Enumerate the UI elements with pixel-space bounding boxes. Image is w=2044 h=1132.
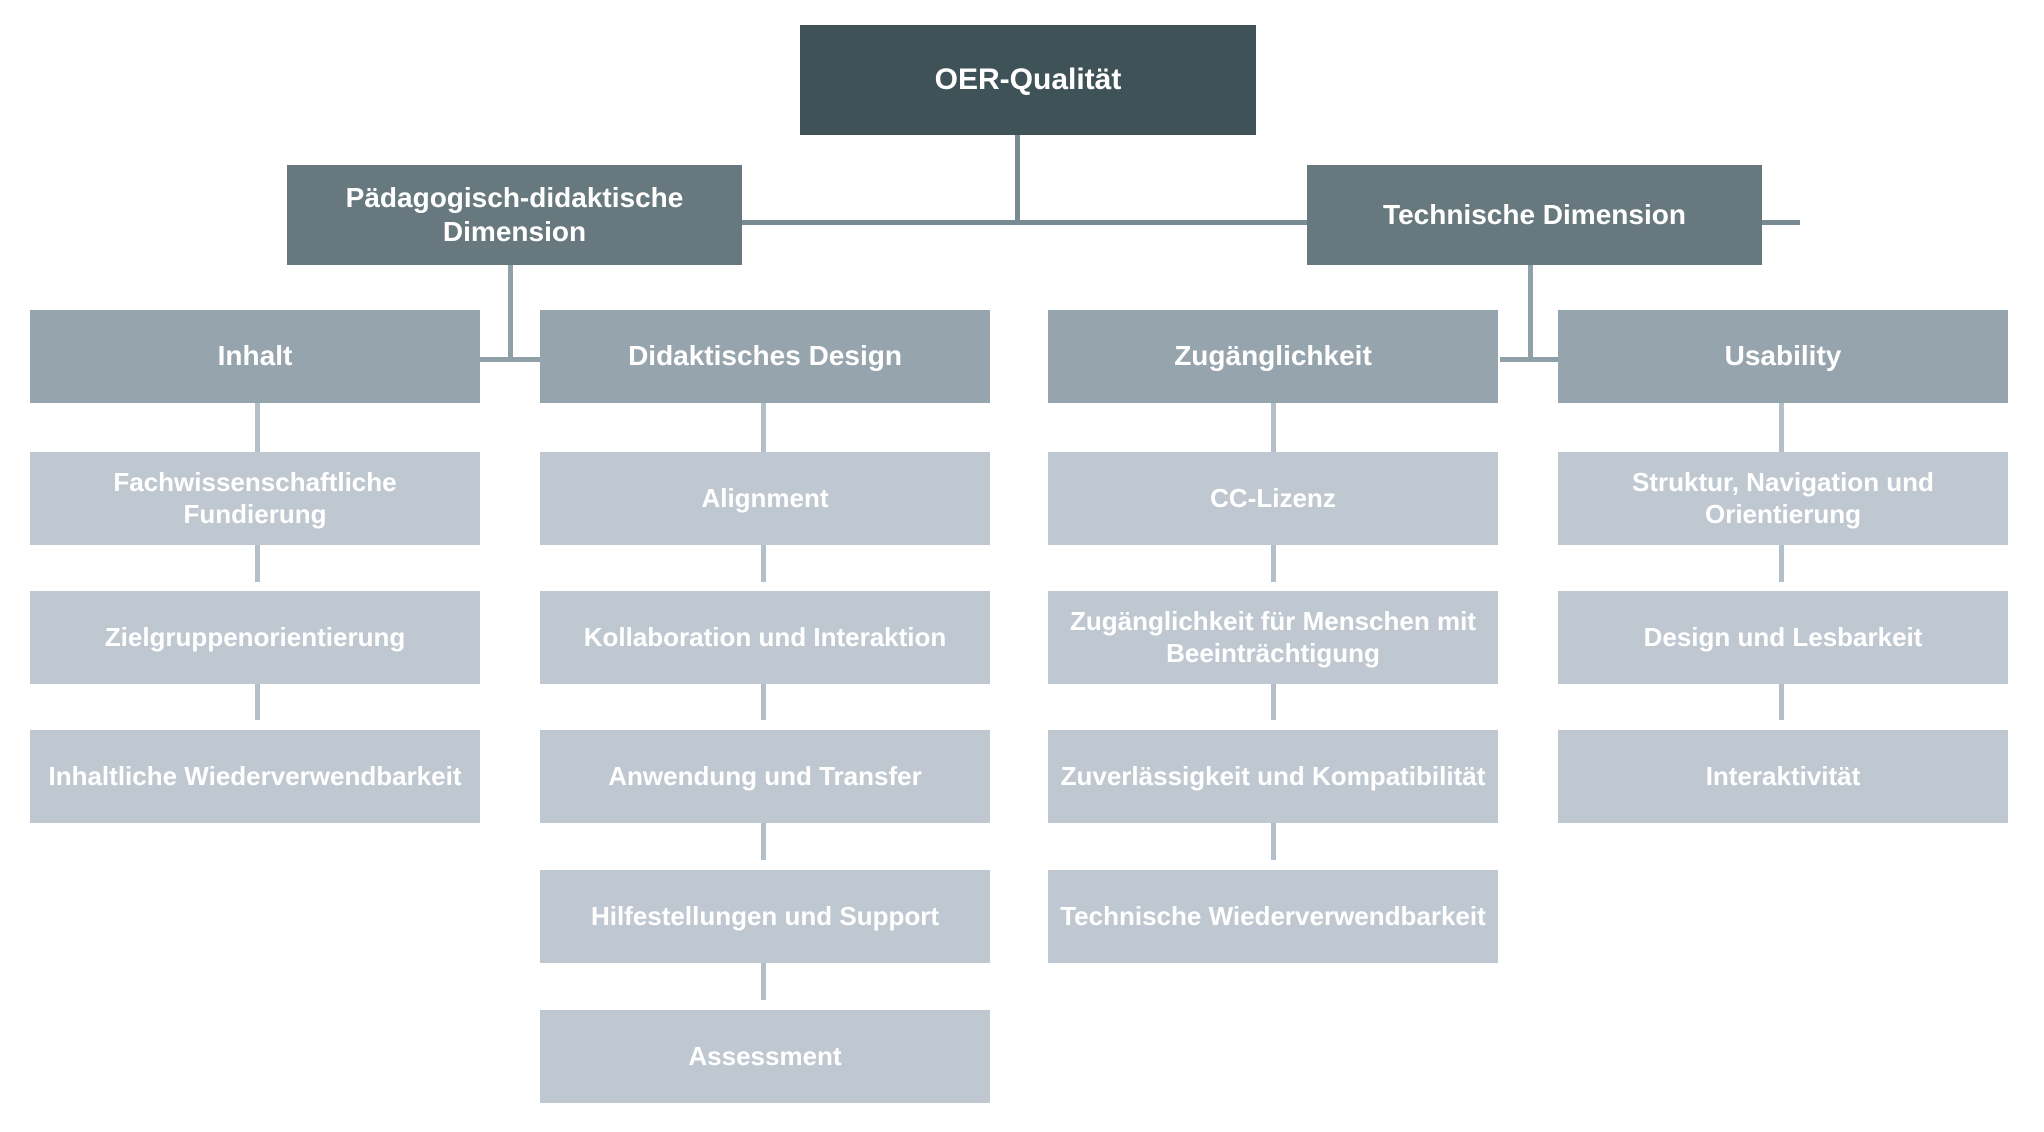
connector-paedagogische-vertical [508,265,513,360]
node-criterion-interaktivitaet[interactable]: Interaktivität [1558,730,2008,823]
connector-didaktisches-3 [761,680,766,720]
connector-inhalt-2 [255,542,260,582]
node-criterion-anwendung-und-transfer[interactable]: Anwendung und Transfer [540,730,990,823]
connector-inhalt-3 [255,680,260,720]
node-criterion-kollaboration-und-interaktion[interactable]: Kollaboration und Interaktion [540,591,990,684]
connector-didaktisches-1 [761,403,766,455]
connector-zugaenglichkeit-3 [1271,680,1276,720]
node-criterion-zugaenglichkeit-fuer-menschen-mit-beeintraechtigung[interactable]: Zugänglichkeit für Menschen mit Beeinträ… [1048,591,1498,684]
node-criterion-assessment[interactable]: Assessment [540,1010,990,1103]
node-criterion-alignment[interactable]: Alignment [540,452,990,545]
node-criterion-zielgruppenorientierung[interactable]: Zielgruppenorientierung [30,591,480,684]
node-category-zugaenglichkeit[interactable]: Zugänglichkeit [1048,310,1498,403]
node-criterion-hilfestellungen-und-support[interactable]: Hilfestellungen und Support [540,870,990,963]
node-criterion-inhaltliche-wiederverwendbarkeit[interactable]: Inhaltliche Wiederverwendbarkeit [30,730,480,823]
connector-didaktisches-2 [761,542,766,582]
node-category-usability[interactable]: Usability [1558,310,2008,403]
node-category-didaktisches-design[interactable]: Didaktisches Design [540,310,990,403]
connector-didaktisches-4 [761,820,766,860]
node-criterion-cc-lizenz[interactable]: CC-Lizenz [1048,452,1498,545]
node-criterion-design-und-lesbarkeit[interactable]: Design und Lesbarkeit [1558,591,2008,684]
node-dimension-technische[interactable]: Technische Dimension [1307,165,1762,265]
connector-zugaenglichkeit-1 [1271,403,1276,455]
connector-usability-2 [1779,542,1784,582]
connector-dimension-bus [740,220,1800,225]
node-criterion-fachwissenschaftliche-fundierung[interactable]: Fachwissenschaftliche Fundierung [30,452,480,545]
node-root-oer-qualitaet[interactable]: OER-Qualität [800,25,1256,135]
connector-didaktisches-5 [761,960,766,1000]
connector-zugaenglichkeit-4 [1271,820,1276,860]
connector-technische-vertical [1528,265,1533,360]
connector-category-bus-right [1500,357,1560,362]
node-criterion-technische-wiederverwendbarkeit[interactable]: Technische Wiederverwendbarkeit [1048,870,1498,963]
connector-root-vertical [1015,135,1020,223]
node-category-inhalt[interactable]: Inhalt [30,310,480,403]
node-criterion-struktur-navigation-und-orientierung[interactable]: Struktur, Navigation und Orientierung [1558,452,2008,545]
connector-inhalt-1 [255,403,260,455]
node-dimension-paedagogisch-didaktische[interactable]: Pädagogisch-didaktische Dimension [287,165,742,265]
node-criterion-zuverlaessigkeit-und-kompatibilitaet[interactable]: Zuverlässigkeit und Kompatibilität [1048,730,1498,823]
connector-usability-3 [1779,680,1784,720]
connector-category-bus-left [480,357,540,362]
connector-usability-1 [1779,403,1784,455]
connector-zugaenglichkeit-2 [1271,542,1276,582]
